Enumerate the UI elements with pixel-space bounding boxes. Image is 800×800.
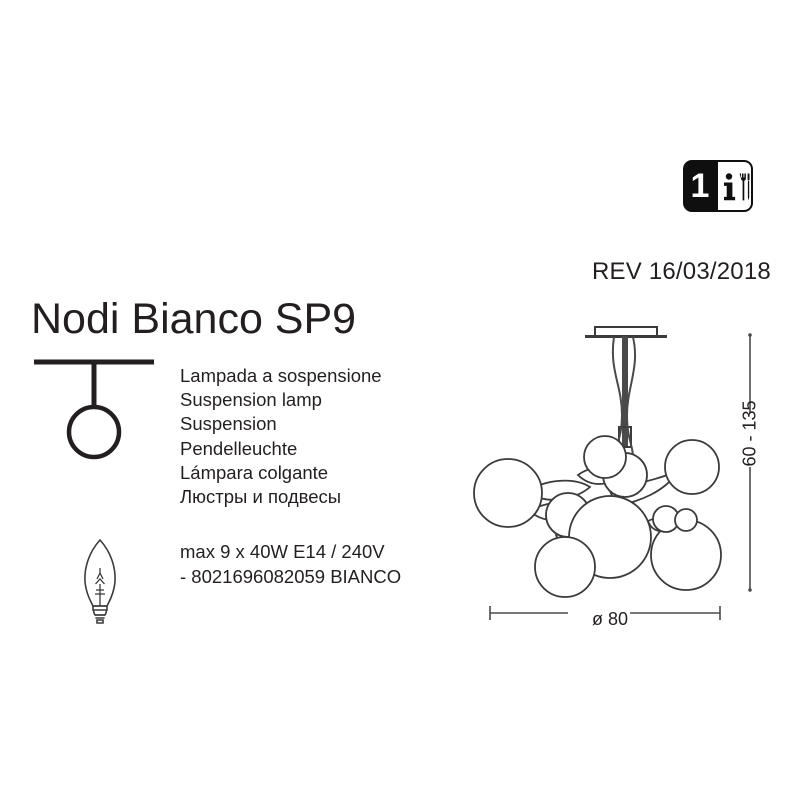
dimension-height-label: 60 - 135	[739, 400, 760, 467]
specification-list: max 9 x 40W E14 / 240V - 8021696082059 B…	[180, 540, 510, 589]
globe-bottom-left	[534, 536, 596, 598]
technical-drawing-suspension	[470, 315, 780, 635]
page-title: Nodi Bianco SP9	[31, 295, 357, 343]
description-it: Lampada a sospensione	[180, 365, 382, 386]
globe-right-tiny	[674, 508, 698, 532]
badge-tools-glyphs	[724, 173, 750, 201]
globe-right-outer	[664, 439, 720, 495]
badge-person-count-value: 1	[690, 167, 710, 205]
badge-person-count: 1	[683, 160, 718, 212]
description-list: Lampada a sospensione Suspension lamp Su…	[180, 364, 510, 509]
dimension-line-vertical	[748, 333, 752, 592]
spec-lamping: max 9 x 40W E14 / 240V	[180, 541, 385, 562]
dimension-line-horizontal	[489, 606, 721, 620]
description-en: Suspension lamp	[180, 389, 322, 411]
ceiling-canopy	[585, 326, 667, 338]
revision-label: REV 16/03/2018	[592, 258, 771, 285]
screwdriver-icon	[747, 173, 750, 201]
description-de: Pendelleuchte	[180, 437, 298, 459]
candle-bulb-icon	[62, 534, 138, 626]
globe-left-outer	[473, 458, 543, 528]
globe-top-center	[583, 435, 627, 479]
badge-tools-panel	[718, 160, 753, 212]
description-fr: Suspension	[180, 413, 277, 435]
description-ru: Люстры и подвесы	[180, 486, 342, 508]
dimension-diameter-label: ø 80	[591, 609, 629, 629]
spec-code-finish: - 8021696082059 BIANCO	[180, 565, 402, 587]
globe-cluster	[473, 435, 722, 598]
wrench-icon	[739, 173, 746, 201]
pendant-lamp-icon	[32, 357, 164, 465]
installation-badge: 1	[683, 160, 753, 212]
description-es: Lámpara colgante	[180, 461, 329, 483]
info-i-icon	[724, 173, 736, 201]
